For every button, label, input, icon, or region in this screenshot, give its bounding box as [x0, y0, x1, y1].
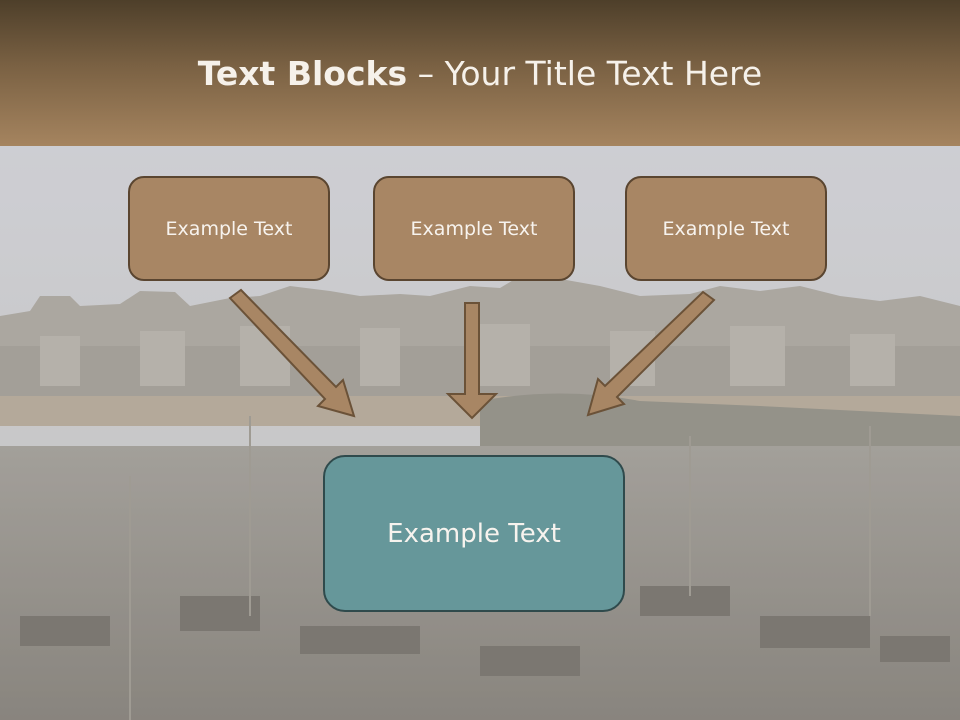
title-rest: – Your Title Text Here — [407, 54, 763, 93]
title-bar: Text Blocks – Your Title Text Here — [0, 0, 960, 146]
text-box-top-center-label: Example Text — [410, 217, 538, 240]
text-box-top-center[interactable]: Example Text — [373, 176, 575, 281]
title-bold: Text Blocks — [197, 54, 408, 93]
text-box-top-left[interactable]: Example Text — [128, 176, 330, 281]
text-box-top-right-label: Example Text — [662, 217, 790, 240]
text-box-top-right[interactable]: Example Text — [625, 176, 827, 281]
slide-title: Text Blocks – Your Title Text Here — [0, 54, 960, 93]
text-box-bottom-label: Example Text — [387, 518, 561, 549]
text-box-bottom[interactable]: Example Text — [323, 455, 625, 612]
text-box-top-left-label: Example Text — [165, 217, 293, 240]
